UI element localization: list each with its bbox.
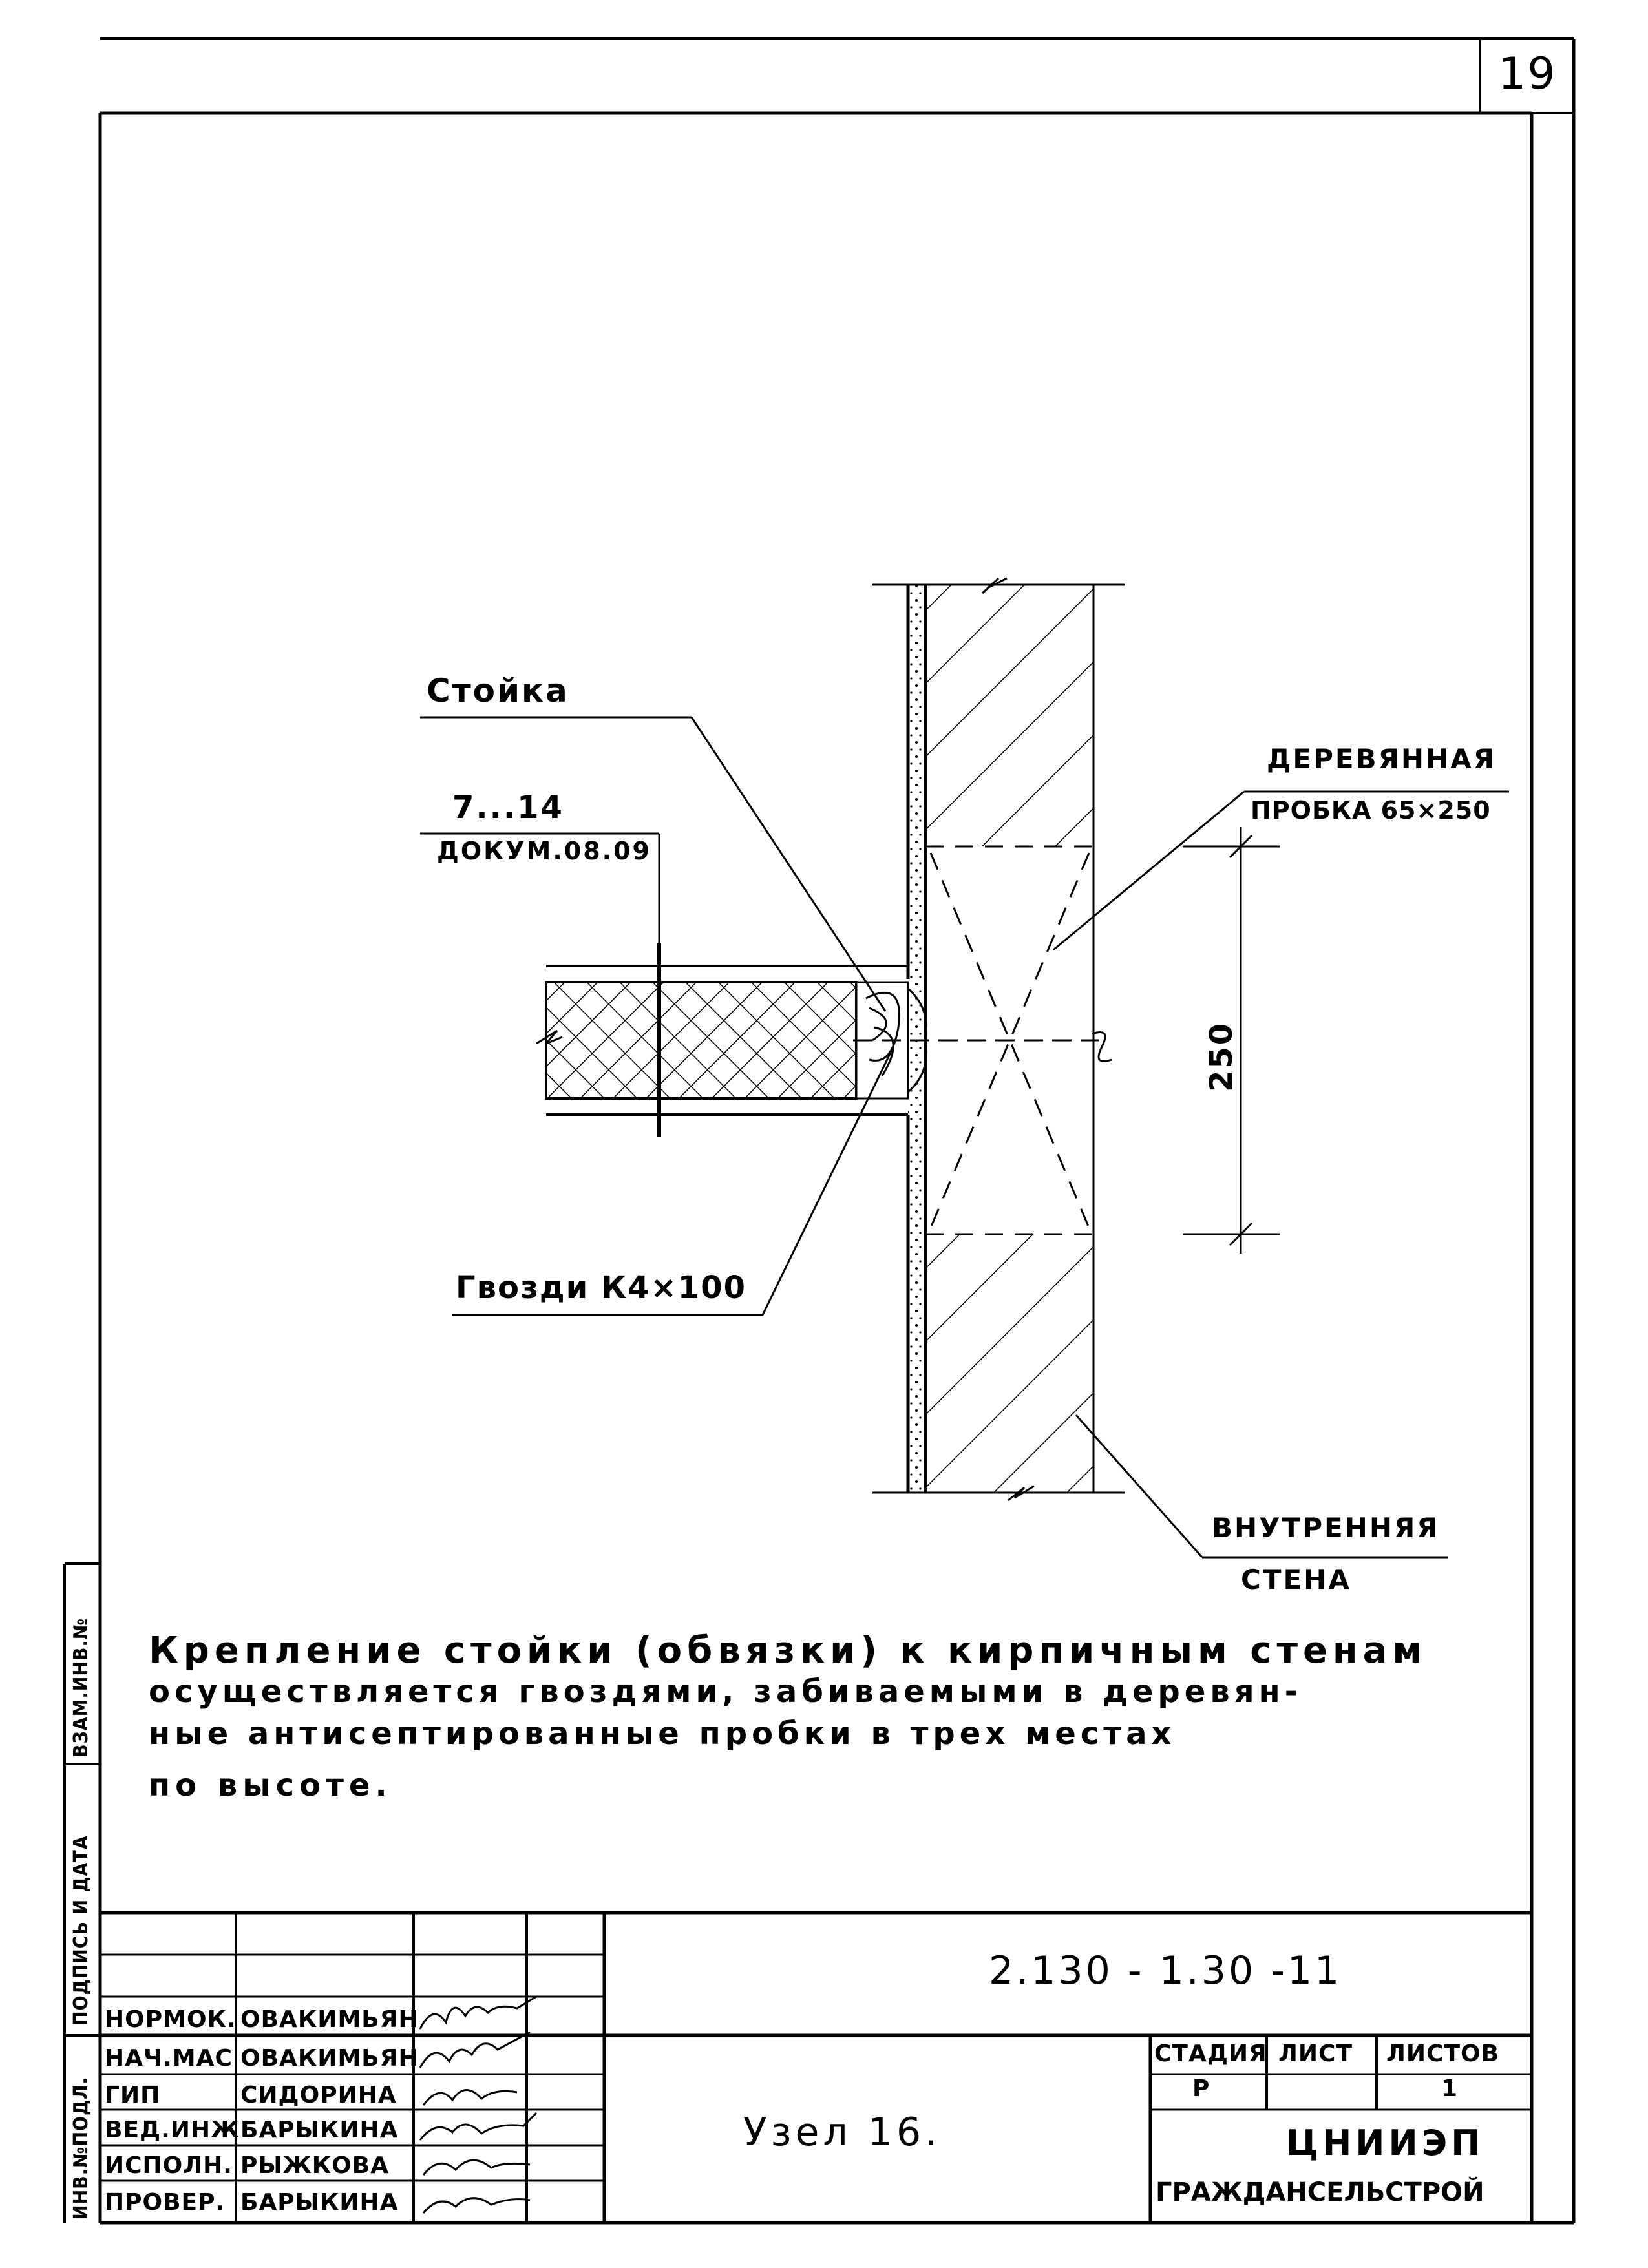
stud (536, 943, 927, 1137)
role-cell: ПРОВЕР. (105, 2189, 226, 2216)
name-cell: СИДОРИНА (240, 2082, 397, 2108)
side-stamp-signature-date: ПОДПИСЬ И ДАТА (70, 1835, 92, 2026)
title-block-frame (100, 1911, 1532, 2223)
label-wall-bottom: СТЕНА (1241, 1564, 1351, 1595)
name-cell: БАРЫКИНА (240, 2189, 399, 2216)
plaster-layer (906, 585, 925, 1493)
label-doc-ref-bottom: ДОКУМ.08.09 (437, 837, 651, 865)
signatures (419, 1995, 538, 2214)
note-line-2: осуществляется гвоздями, забиваемыми в д… (149, 1674, 1302, 1710)
sheets-header: ЛИСТОВ (1386, 2041, 1500, 2067)
sheets-value: 1 (1441, 2075, 1459, 2102)
stage-value: Р (1192, 2075, 1210, 2102)
organization-line-1: ЦНИИЭП (1286, 2123, 1484, 2163)
organization-line-2: ГРАЖДАНСЕЛЬСТРОЙ (1156, 2178, 1484, 2207)
label-nails: Гвозди К4×100 (456, 1270, 746, 1306)
label-plug-top: ДЕРЕВЯННАЯ (1267, 743, 1497, 775)
sheet-frame (98, 37, 1576, 2225)
leader-lines (420, 716, 1509, 1559)
side-stamp-inv-podl: ИНВ.№ПОДЛ. (70, 2077, 92, 2220)
name-cell: ОВАКИМЬЯН (240, 2006, 419, 2033)
role-cell: ИСПОЛН. (105, 2152, 233, 2179)
role-cell: ГИП (105, 2082, 161, 2108)
side-stamp-vzam-inv: ВЗАМ.ИНВ.№ (70, 1617, 92, 1758)
label-doc-ref-top: 7...14 (452, 790, 564, 826)
label-stoika: Стойка (427, 672, 569, 709)
break-mark (1092, 1031, 1112, 1062)
label-wall-top: ВНУТРЕННЯЯ (1212, 1512, 1440, 1544)
note-line-4: по высоте. (149, 1767, 392, 1803)
document-code: 2.130 - 1.30 -11 (989, 1948, 1342, 1993)
role-cell: НОРМОК. (105, 2006, 237, 2033)
wooden-plug (925, 845, 1093, 1235)
name-cell: ОВАКИМЬЯН (240, 2045, 419, 2072)
role-cell: НАЧ.МАС (105, 2045, 233, 2072)
stage-header: СТАДИЯ (1154, 2041, 1267, 2067)
name-cell: БАРЫКИНА (240, 2117, 399, 2143)
dimension-250 (1183, 827, 1280, 1254)
name-cell: РЫЖКОВА (240, 2152, 390, 2179)
dimension-label: 250 (1203, 1021, 1240, 1092)
label-plug-bottom: ПРОБКА 65×250 (1251, 796, 1491, 824)
sheet-header: ЛИСТ (1278, 2041, 1353, 2067)
note-line-1: Крепление стойки (обвязки) к кирпичным с… (149, 1630, 1428, 1672)
role-cell: ВЕД.ИНЖ (105, 2117, 240, 2143)
note-line-3: ные антисептированные пробки в трех мест… (149, 1716, 1176, 1752)
side-stamp-frame (63, 1562, 100, 2223)
page-number: 19 (1498, 48, 1557, 100)
drawing-title: Узел 16. (743, 2110, 942, 2155)
